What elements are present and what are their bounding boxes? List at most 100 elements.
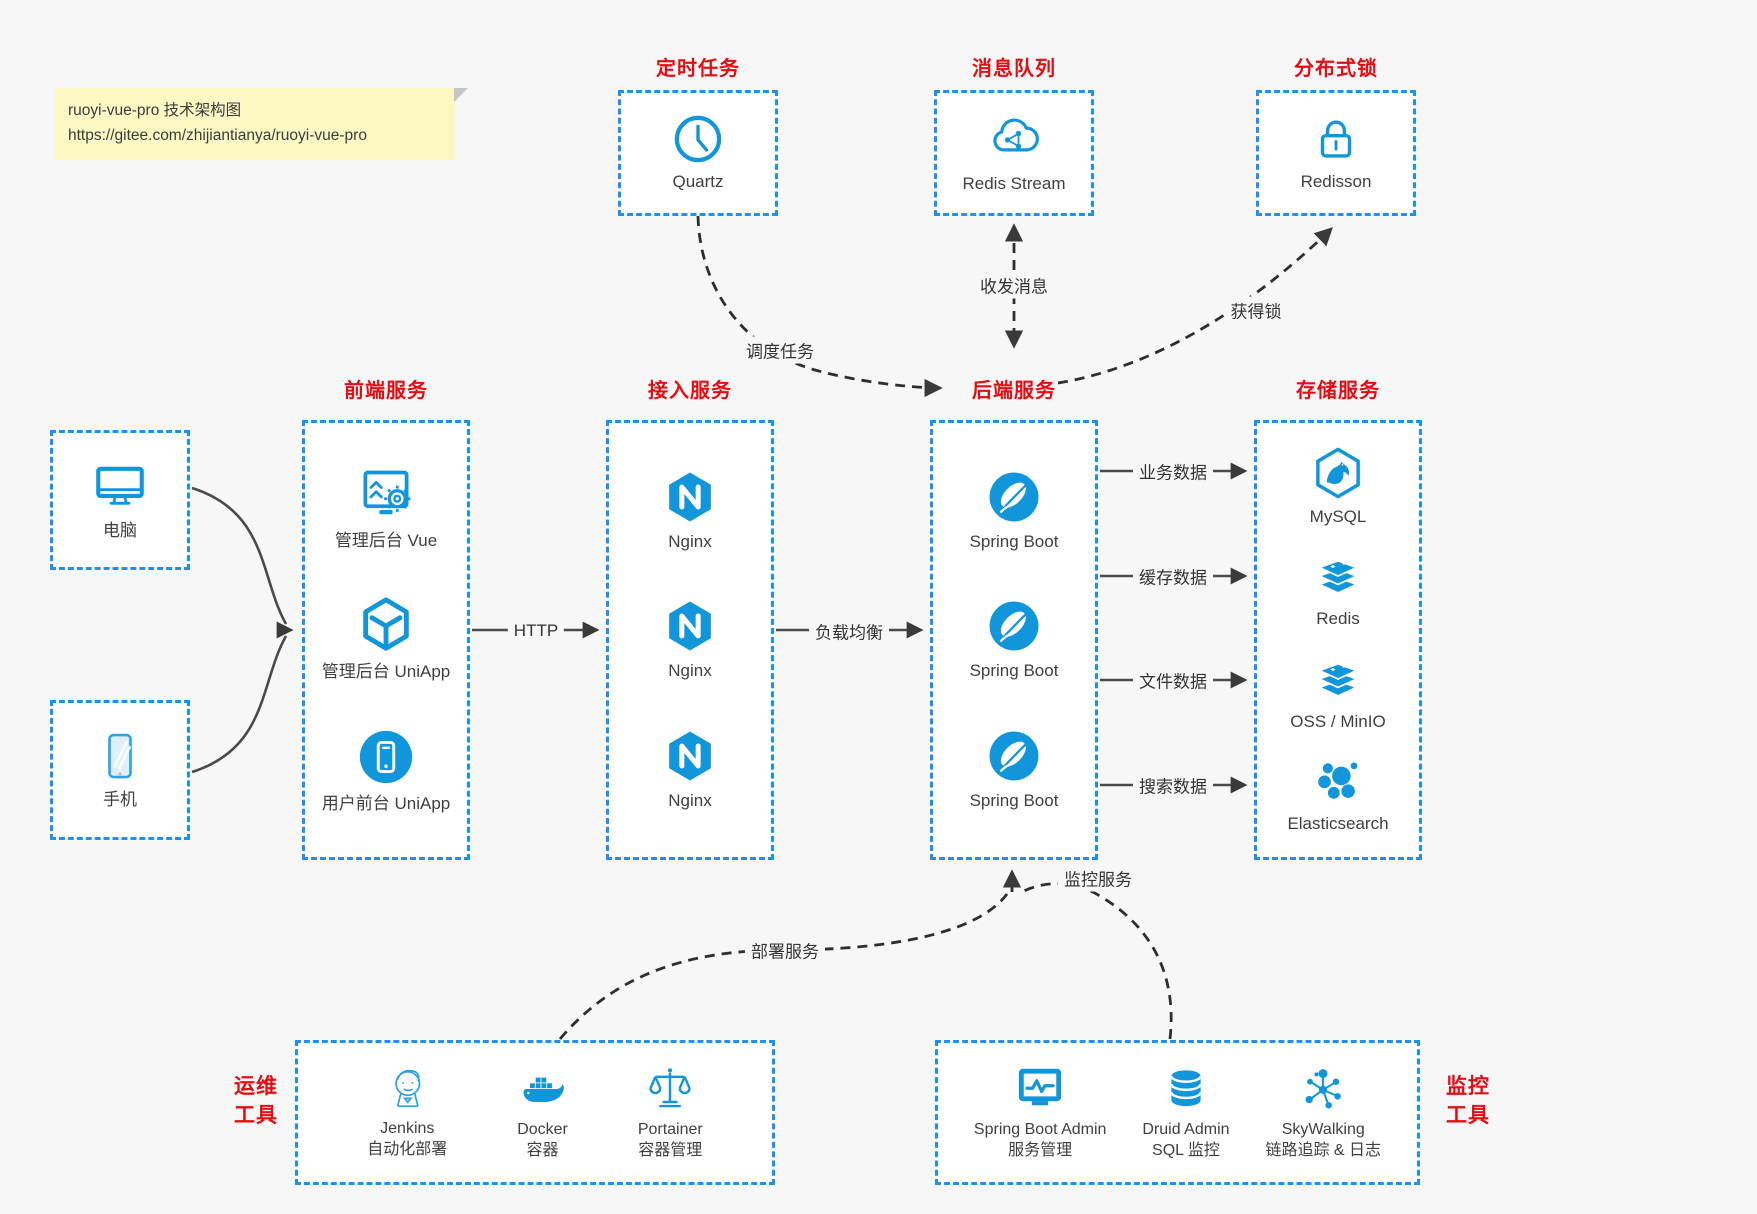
box-storage-services: MySQL Redis OSS / MinIO Elasticsearch: [1254, 420, 1422, 860]
node-nginx-1: Nginx: [661, 468, 719, 553]
redis-stack-icon: [1318, 560, 1358, 594]
node-quartz: Quartz: [671, 112, 725, 193]
node-label: Spring Boot: [969, 791, 1059, 811]
storage-stack-icon: [1318, 662, 1358, 697]
side-title-monitor-tools: 监控 工具: [1437, 1072, 1499, 1131]
nginx-icon: [669, 731, 711, 781]
node-sublabel: 容器管理: [638, 1142, 703, 1159]
node-label: OSS / MinIO: [1290, 711, 1386, 731]
box-devops-tools: Jenkins 自动化部署 Docker 容器 Portainer 容器管理: [295, 1040, 775, 1185]
edge-schedule-task: [696, 215, 943, 398]
node-skywalking: SkyWalking 链路追踪 & 日志: [1265, 1063, 1381, 1162]
node-elasticsearch: Elasticsearch: [1287, 754, 1389, 835]
node-label: 管理后台 UniApp: [321, 662, 451, 682]
cloud-share-icon: [993, 118, 1039, 152]
edge-label-cache-data: 缓存数据: [1133, 562, 1213, 590]
node-label: MySQL: [1309, 506, 1367, 526]
node-label: Redisson: [1300, 172, 1372, 192]
column-title-backend: 后端服务: [972, 380, 1056, 402]
edge-label-search-data: 搜索数据: [1133, 771, 1213, 799]
nginx-icon: [669, 472, 711, 522]
node-sublabel: 容器: [526, 1142, 559, 1159]
docker-icon: [523, 1077, 564, 1103]
node-redisson: Redisson: [1300, 112, 1372, 193]
edge-label-business-data: 业务数据: [1133, 457, 1213, 485]
node-nginx-2: Nginx: [661, 597, 719, 682]
node-oss-minio: OSS / MinIO: [1290, 652, 1386, 733]
node-label: Portainer: [637, 1121, 703, 1139]
nginx-icon: [669, 601, 711, 651]
mobile-app-icon: [359, 730, 413, 783]
mysql-icon: [1316, 447, 1360, 498]
side-title-line2: 工具: [234, 1104, 278, 1128]
edge-label-load-balance: 负载均衡: [809, 617, 889, 645]
edge-label-send-receive-message: 收发消息: [974, 271, 1054, 299]
box-scheduled-tasks: Quartz: [618, 90, 778, 216]
node-label: 手机: [103, 790, 137, 810]
column-title-gateway: 接入服务: [648, 380, 732, 402]
note-title: ruoyi-vue-pro 技术架构图: [68, 102, 242, 119]
clock-icon: [674, 116, 722, 163]
node-label: Nginx: [668, 791, 712, 811]
node-label: SkyWalking: [1281, 1121, 1365, 1139]
spring-boot-icon: [989, 601, 1039, 651]
node-label: Spring Boot: [969, 531, 1059, 551]
node-label: Jenkins: [380, 1120, 435, 1138]
group-title-distributed-lock: 分布式锁: [1294, 58, 1378, 80]
desktop-icon: [96, 467, 144, 506]
spring-boot-icon: [989, 472, 1039, 522]
node-phone: 手机: [92, 728, 148, 811]
elasticsearch-icon: [1318, 762, 1358, 800]
node-label: Elasticsearch: [1287, 814, 1389, 834]
jenkins-icon: [395, 1070, 421, 1108]
node-admin-vue: 管理后台 Vue: [335, 465, 437, 552]
edge-monitor-service: [1019, 882, 1173, 1040]
note-fold-corner: [454, 88, 468, 102]
node-label: 用户前台 UniApp: [321, 793, 451, 813]
smartphone-icon: [108, 734, 132, 779]
box-client-phone: 手机: [50, 700, 190, 840]
node-label: 管理后台 Vue: [334, 531, 438, 551]
node-sublabel: 服务管理: [1008, 1142, 1073, 1159]
node-label: Quartz: [672, 172, 724, 192]
edge-label-file-data: 文件数据: [1133, 666, 1213, 694]
edge-acquire-lock: [1057, 227, 1333, 385]
column-title-storage: 存储服务: [1296, 380, 1380, 402]
node-docker: Docker 容器: [517, 1063, 569, 1162]
box-backend-services: Spring Boot Spring Boot Spring Boot: [930, 420, 1098, 860]
node-portainer: Portainer 容器管理: [638, 1063, 703, 1162]
node-admin-uniapp: 管理后台 UniApp: [322, 594, 450, 683]
node-jenkins: Jenkins 自动化部署: [367, 1064, 447, 1161]
node-desktop: 电脑: [91, 457, 149, 542]
spring-boot-admin-icon: [1019, 1068, 1062, 1106]
node-spring-boot-1: Spring Boot: [969, 468, 1059, 553]
group-title-message-queue: 消息队列: [972, 58, 1056, 80]
node-label: Redis: [1316, 609, 1360, 629]
node-sublabel: 自动化部署: [367, 1141, 448, 1158]
edge-label-http: HTTP: [507, 620, 565, 642]
edge-label-acquire-lock: 获得锁: [1224, 296, 1288, 324]
node-label: Redis Stream: [962, 174, 1066, 194]
node-nginx-3: Nginx: [661, 727, 719, 812]
node-sublabel: 链路追踪 & 日志: [1265, 1142, 1382, 1159]
edge-computer-to-frontend: [191, 486, 288, 625]
admin-vue-icon: [363, 470, 411, 515]
node-label: Docker: [517, 1121, 568, 1139]
node-spring-boot-3: Spring Boot: [969, 727, 1059, 812]
node-label: 电脑: [103, 521, 137, 541]
box-frontend-services: 管理后台 Vue 管理后台 UniApp 用户前台 UniApp: [302, 420, 470, 860]
box-distributed-lock: Redisson: [1256, 90, 1416, 216]
edge-label-deploy-service: 部署服务: [745, 936, 825, 964]
uniapp-cube-icon: [363, 597, 409, 652]
spring-boot-icon: [989, 731, 1039, 781]
node-druid-admin: Druid Admin SQL 监控: [1142, 1063, 1230, 1162]
node-label: Spring Boot: [969, 661, 1059, 681]
lock-icon: [1320, 120, 1352, 159]
node-label: Druid Admin: [1142, 1121, 1230, 1139]
note-url: https://gitee.com/zhijiantianya/ruoyi-vu…: [68, 126, 367, 144]
druid-icon: [1170, 1070, 1202, 1107]
node-user-uniapp: 用户前台 UniApp: [322, 726, 450, 815]
box-client-desktop: 电脑: [50, 430, 190, 570]
node-spring-boot-admin: Spring Boot Admin 服务管理: [974, 1063, 1106, 1162]
